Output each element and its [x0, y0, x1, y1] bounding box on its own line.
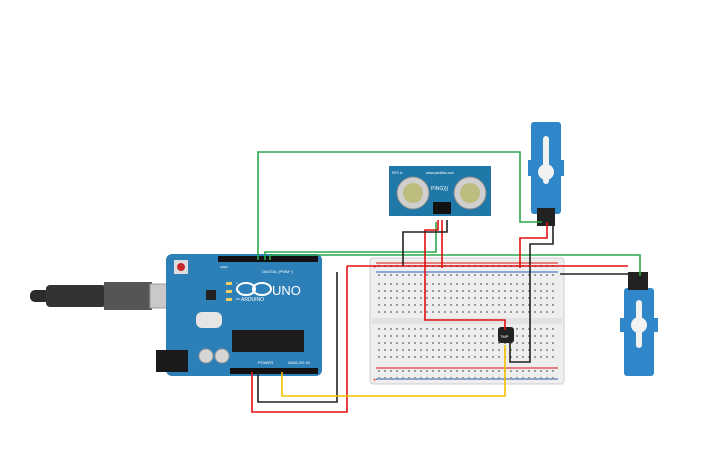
digital-label: DIGITAL (PWM~) [262, 269, 294, 274]
sensor-rev: REV A [392, 171, 403, 175]
analog-label: ANALOG IN [288, 360, 310, 365]
rx-label: RX [236, 297, 240, 301]
reset-button[interactable] [177, 263, 185, 271]
wires [251, 151, 641, 413]
temp-label: TMP [500, 334, 509, 339]
ultrasonic-sensor[interactable]: PING))) www.parallax.com REV A [389, 166, 491, 216]
aref-label: AREF [220, 265, 228, 269]
servo-motor-top[interactable] [528, 122, 564, 226]
tx-label: TX [236, 289, 240, 293]
arduino-logo [236, 282, 272, 296]
sensor-model: PING))) [431, 186, 449, 192]
plus-rail-label-bottom: + [373, 378, 377, 384]
sensor-brand: www.parallax.com [426, 171, 454, 175]
l-label: L [236, 281, 238, 285]
arduino-uno-board[interactable]: UNO ARDUINO DIGITAL (PWM~) POWER ANALOG … [156, 254, 322, 376]
power-label: POWER [258, 360, 273, 365]
plus-rail-label: + [373, 265, 377, 271]
servo-motor-right[interactable] [620, 272, 658, 376]
atmega-chip [232, 330, 304, 352]
usb-cable[interactable] [30, 282, 179, 310]
breadboard[interactable]: + + [369, 257, 565, 385]
temperature-sensor[interactable]: TMP [498, 327, 514, 343]
brand-label: ARDUINO [241, 297, 264, 303]
model-label: UNO [272, 283, 301, 298]
